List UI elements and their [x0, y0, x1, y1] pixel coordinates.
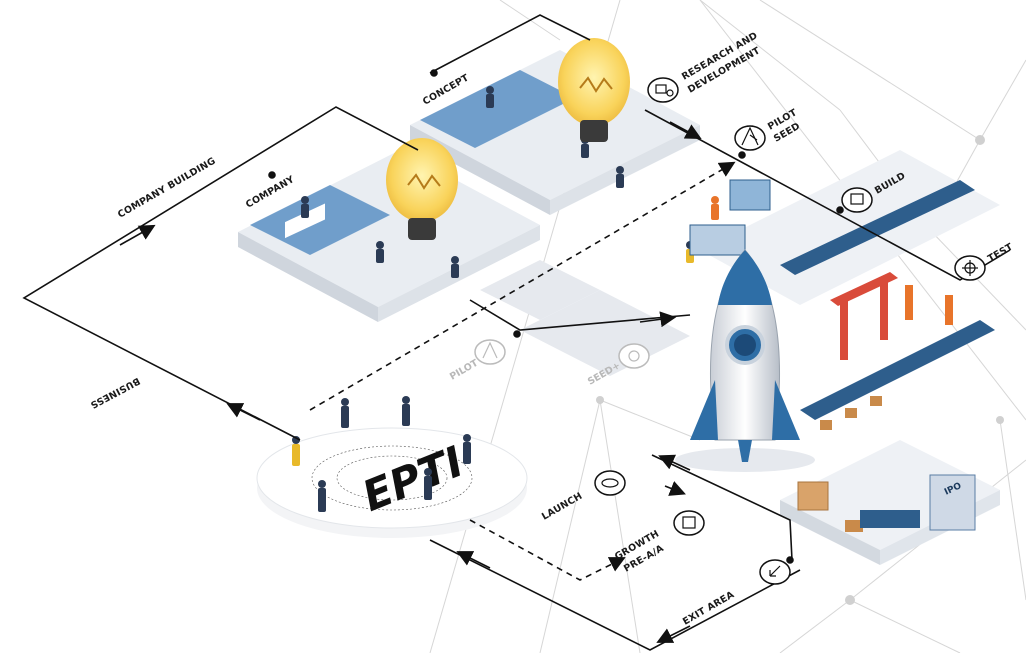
flow-lines [22, 14, 1011, 651]
launch-label: LAUNCH [540, 491, 584, 523]
icon-glyphs [482, 84, 978, 577]
stage-icons [474, 77, 986, 585]
rocket-pilot-icon [734, 125, 766, 151]
launch-icon [594, 470, 626, 496]
pilot-grey-icon [474, 339, 506, 365]
seed-plus-icon [618, 343, 650, 369]
ipo-hall: IPO [780, 440, 1000, 565]
assembly-line [689, 150, 1000, 430]
background-network [429, 0, 1026, 654]
pilot-grey-label: PILOT [448, 357, 481, 382]
research-icon [647, 77, 679, 103]
exit-icon [759, 559, 791, 585]
build-icon [841, 187, 873, 213]
dashed-flow-lines [309, 161, 736, 581]
idea-bulb-concept [558, 38, 630, 142]
epti-hub: EPTI [256, 396, 528, 538]
growth-icon [673, 510, 705, 536]
rocket [675, 249, 815, 472]
idea-bulb-company [386, 138, 458, 240]
business-label: BUSINESS [88, 375, 141, 410]
company-label: COMPANY [244, 174, 296, 211]
test-label: TEST [986, 241, 1015, 264]
